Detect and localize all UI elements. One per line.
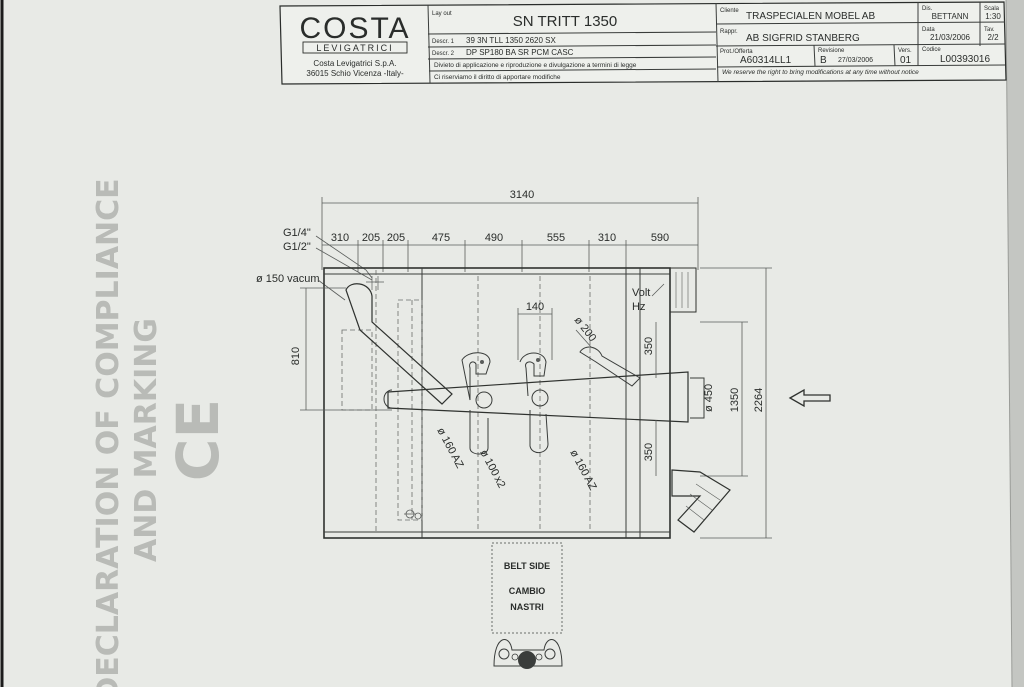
belt-rollers-icon <box>493 639 563 669</box>
right-1350-label: 1350 <box>729 388 741 412</box>
descr2-label: Descr. 2 <box>432 51 455 57</box>
version-value: 01 <box>900 55 912 66</box>
date-label: Data <box>922 27 935 33</box>
descr1-label: Descr. 1 <box>432 39 455 45</box>
main-collector-duct <box>387 371 689 423</box>
ghost-line-2: AND MARKING <box>129 318 164 562</box>
hz-label: Hz <box>632 301 645 313</box>
client-label: Cliente <box>720 8 739 14</box>
segment-1: 310 <box>331 232 349 244</box>
brand-subtitle: LEVIGATRICI <box>316 43 393 53</box>
svg-text:AZ: AZ <box>448 452 465 470</box>
layout-label: Lay out <box>432 11 452 17</box>
cambio-label: CAMBIO <box>509 586 546 596</box>
volt-label: Volt <box>632 287 650 299</box>
offer-label: Prot./Offerta <box>720 49 753 55</box>
segment-4: 475 <box>432 232 450 244</box>
company-address: 36015 Schio Vicenza -Italy- <box>306 69 404 78</box>
drawn-value: BETTANN <box>932 12 969 21</box>
depth-2264-label: 2264 <box>753 388 765 412</box>
ghost-ce-mark: CE <box>164 399 232 481</box>
segment-5: 490 <box>485 232 503 244</box>
segment-8: 590 <box>651 232 669 244</box>
segment-7: 310 <box>598 232 616 244</box>
segment-6: 555 <box>547 232 565 244</box>
revision-date: 27/03/2006 <box>838 57 873 64</box>
machine-outline <box>323 267 671 539</box>
vacuum-duct <box>345 283 453 405</box>
brand-logo: COSTA <box>299 12 410 45</box>
layout-value: SN TRITT 1350 <box>513 13 618 30</box>
pipe-label-g14: G1/4" <box>283 227 311 239</box>
code-value: L00393016 <box>940 54 990 65</box>
descr2-value: DP SP180 BA SR PCM CASC <box>466 48 574 57</box>
date-value: 21/03/2006 <box>930 33 971 42</box>
revision-label: Revisione <box>818 48 845 54</box>
scale-value: 1:30 <box>985 12 1001 21</box>
notice-it-line-2: Ci riserviamo il diritto di apportare mo… <box>434 74 561 81</box>
client-value: TRASPECIALEN MOBEL AB <box>746 11 875 22</box>
belt-side-box: BELT SIDE CAMBIO NASTRI <box>491 542 563 669</box>
dia-450-label: ø 450 <box>703 384 715 412</box>
sheet-label: Tav. <box>984 27 995 33</box>
version-label: Vers. <box>898 48 912 54</box>
svg-text:x2: x2 <box>491 474 507 490</box>
agent-label: Rappr. <box>720 29 738 35</box>
nastri-label: NASTRI <box>510 602 544 612</box>
segment-3: 205 <box>387 232 405 244</box>
lower-350-label: 350 <box>643 443 655 461</box>
title-block: COSTA LEVIGATRICI Costa Levigatrici S.p.… <box>279 1 1007 85</box>
belt-side-label: BELT SIDE <box>504 561 550 571</box>
ghost-line-1: DECLARATION OF COMPLIANCE <box>91 178 126 687</box>
revision-value: B <box>820 55 827 66</box>
feed-direction-arrow <box>788 388 831 408</box>
machine-plan: 3140 310 205 205 475 490 555 310 590 G1/… <box>256 189 831 539</box>
sheet-value: 2/2 <box>987 33 999 42</box>
agent-value: AB SIGFRID STANBERG <box>746 33 860 44</box>
company-name: Costa Levigatrici S.p.A. <box>313 59 396 68</box>
overall-width-label: 3140 <box>510 189 534 201</box>
segment-2: 205 <box>362 232 380 244</box>
drawn-label: Dis. <box>922 6 933 12</box>
upper-350-label: 350 <box>643 337 655 355</box>
side-chute <box>671 469 731 533</box>
notice-it-line-1: Divieto di applicazione e riproduzione e… <box>434 62 637 69</box>
notice-en: We reserve the right to bring modificati… <box>722 69 919 76</box>
vacuum-label: ø 150 vacum <box>256 273 320 285</box>
svg-text:AZ: AZ <box>581 474 598 492</box>
pipe-label-g12: G1/2" <box>283 241 311 253</box>
ghost-watermark: DECLARATION OF COMPLIANCE AND MARKING CE <box>91 178 232 687</box>
spacing-140-label: 140 <box>526 301 544 313</box>
scale-label: Scala <box>984 6 1000 12</box>
descr1-value: 39 3N TLL 1350 2620 SX <box>466 36 557 45</box>
offer-value: A60314LL1 <box>740 55 792 66</box>
code-label: Codice <box>922 47 941 53</box>
left-810-label: 810 <box>290 347 302 365</box>
